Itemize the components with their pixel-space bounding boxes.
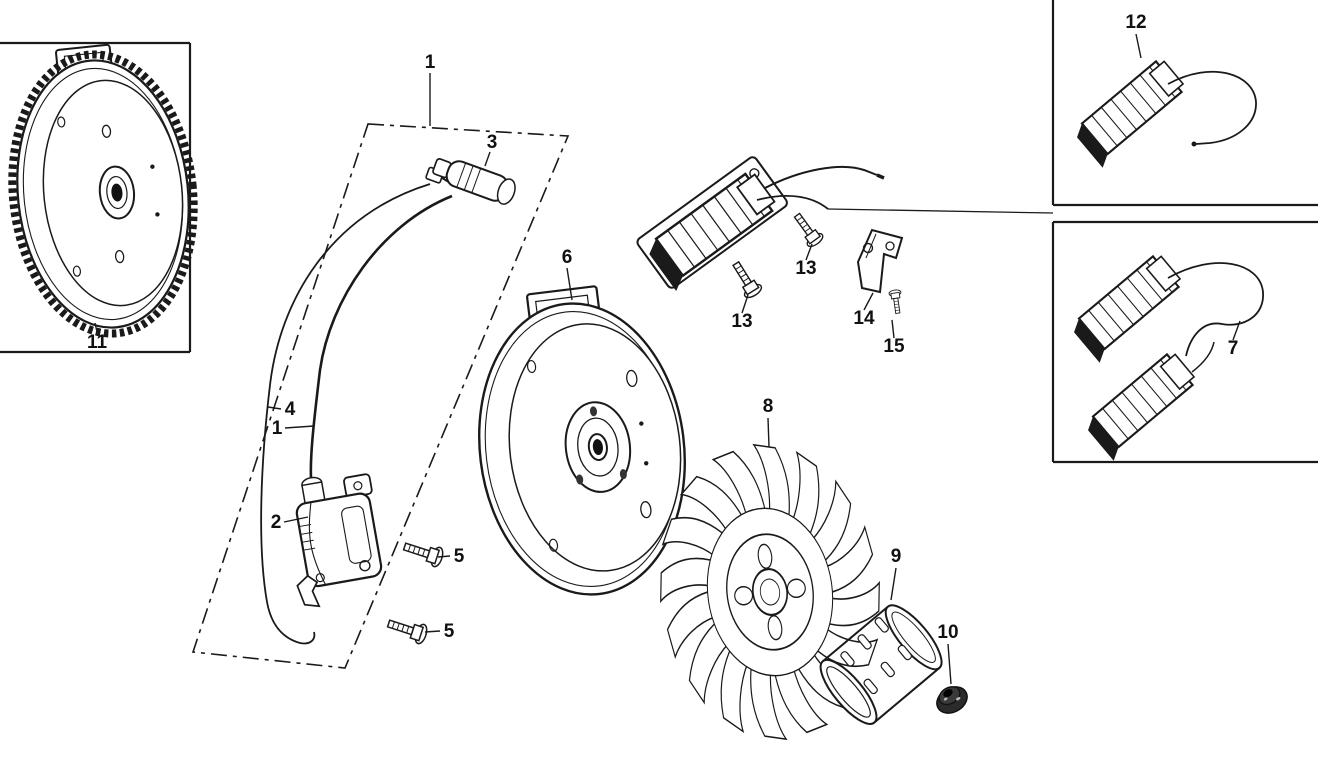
callout-4: 4 [285, 399, 296, 420]
dashed-assembly-outline [191, 123, 570, 669]
charge-coil-13-assembly [636, 156, 885, 293]
charge-coil-12 [1071, 56, 1257, 169]
screw-15 [888, 288, 905, 315]
callout-13-right: 13 [795, 258, 816, 279]
high-tension-cord-4 [309, 194, 453, 479]
callout-labels: 1 3 11 6 4 1 2 5 5 13 13 14 15 8 9 10 12… [87, 12, 1238, 643]
callout-14: 14 [853, 308, 875, 329]
bracket-14 [856, 228, 904, 294]
callout-7: 7 [1228, 338, 1239, 359]
callout-5-lower: 5 [444, 621, 455, 642]
callout-15: 15 [883, 336, 905, 357]
starter-cup-9 [819, 604, 943, 725]
leader-lines [94, 33, 1241, 685]
callout-9: 9 [891, 546, 902, 567]
bolt-13-right [789, 209, 826, 250]
spark-plug-cap-3 [425, 158, 516, 205]
callout-8: 8 [763, 396, 774, 417]
bolt-5-lower [384, 613, 430, 646]
callout-1-top: 1 [425, 52, 436, 73]
callout-3: 3 [487, 132, 498, 153]
callout-11: 11 [87, 332, 108, 353]
cooling-fan-8 [654, 440, 886, 744]
reference-box-right [1051, 0, 1318, 464]
callout-2: 2 [271, 512, 282, 533]
flange-nut-10 [936, 686, 968, 714]
callout-1-wire: 1 [272, 418, 283, 439]
callout-10: 10 [937, 622, 958, 643]
coil-7-wire [1167, 262, 1264, 357]
reference-leader-line [827, 208, 1054, 214]
callout-13-left: 13 [731, 311, 752, 332]
reference-box-left [0, 41, 192, 354]
coil-12-wire [1167, 70, 1257, 145]
bolt-13-left [727, 257, 765, 301]
bolt-5-upper [400, 536, 446, 569]
ignition-coil-2 [295, 473, 383, 608]
callout-5-upper: 5 [454, 546, 465, 567]
callout-6: 6 [562, 247, 573, 268]
coil-13-wire [764, 165, 878, 189]
coil-13-wire-2 [756, 194, 829, 210]
flywheel-11 [8, 43, 198, 338]
flywheel-6 [478, 285, 686, 596]
charge-coil-7 [1068, 251, 1264, 462]
callout-12: 12 [1125, 12, 1146, 33]
lead-wire-1 [260, 183, 431, 645]
